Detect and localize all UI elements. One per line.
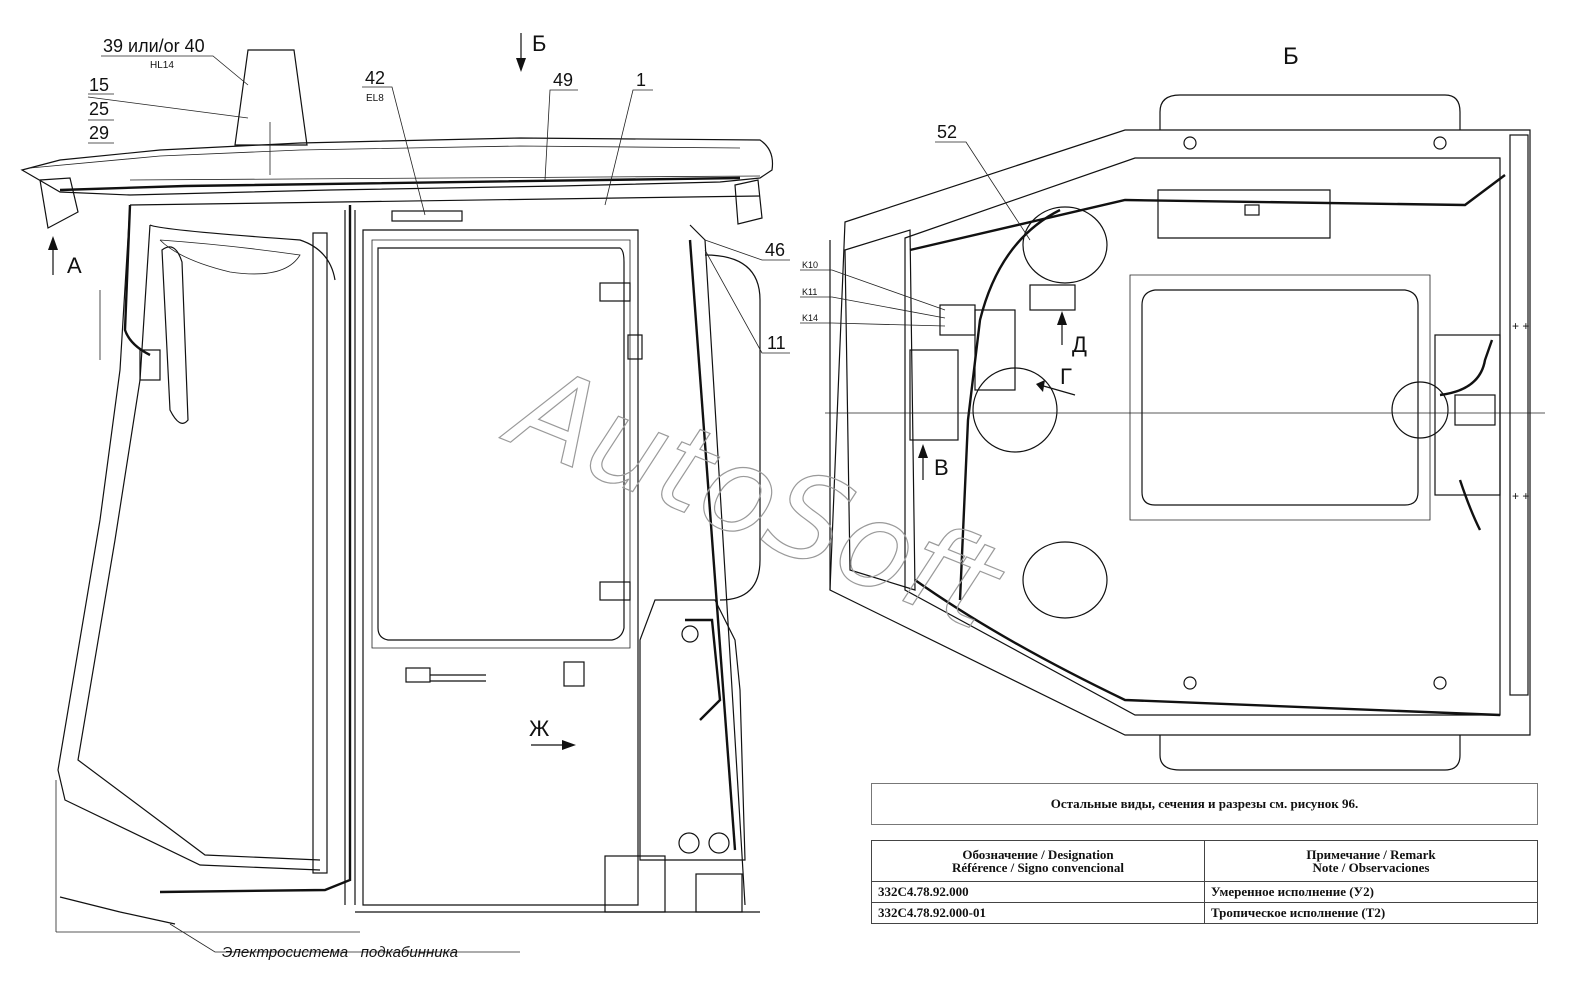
view-b-title: Б	[1283, 43, 1299, 70]
svg-text:+ +: + +	[1512, 319, 1529, 333]
callout-25: 25	[89, 99, 109, 119]
table-row: 332С4.78.92.000 Умеренное исполнение (У2…	[871, 881, 1538, 903]
cab-top-view: + + + +	[825, 94, 1545, 771]
subcab-label: Электросистема подкабинника	[222, 944, 458, 961]
note-box: Остальные виды, сечения и разрезы см. ри…	[871, 783, 1538, 825]
view-arrows-left	[48, 33, 576, 750]
designation-cell: 332С4.78.92.000-01	[871, 902, 1205, 924]
callout-el8: EL8	[366, 93, 384, 104]
callout-k10: K10	[802, 260, 818, 270]
svg-text:+ +: + +	[1512, 489, 1529, 503]
callout-15: 15	[89, 75, 109, 95]
leader-lines-left	[87, 55, 790, 953]
callout-k14: K14	[802, 313, 818, 323]
cab-side-view	[20, 49, 774, 933]
callout-11: 11	[767, 333, 786, 353]
callout-39-40: 39 или/or 40	[103, 36, 205, 56]
watermark: AutoSoft	[488, 335, 1021, 658]
view-g-label: Г	[1060, 364, 1072, 389]
view-d-label: Д	[1072, 332, 1087, 357]
designation-header: Обозначение / Designation Référence / Si…	[871, 840, 1205, 882]
table-header-row: Обозначение / Designation Référence / Si…	[871, 840, 1538, 882]
leader-lines-right	[800, 141, 1031, 327]
callout-k11: K11	[802, 287, 817, 297]
designation-cell: 332С4.78.92.000	[871, 881, 1205, 903]
view-a-label: А	[67, 253, 82, 278]
callout-29: 29	[89, 123, 109, 143]
remark-cell: Тропическое исполнение (Т2)	[1204, 902, 1538, 924]
view-b-arrow-label: Б	[532, 31, 546, 56]
callout-1: 1	[636, 70, 646, 90]
view-arrows-right	[918, 311, 1076, 480]
callout-46: 46	[765, 240, 785, 260]
view-zh-label: Ж	[529, 716, 550, 741]
remark-cell: Умеренное исполнение (У2)	[1204, 881, 1538, 903]
callout-49: 49	[553, 70, 573, 90]
remark-header: Примечание / Remark Note / Observaciones	[1204, 840, 1538, 882]
callout-52: 52	[937, 122, 957, 142]
callout-42: 42	[365, 68, 385, 88]
designation-table: Обозначение / Designation Référence / Si…	[871, 840, 1538, 924]
view-v-label: В	[934, 455, 949, 480]
callout-hl14: HL14	[150, 60, 174, 71]
table-row: 332С4.78.92.000-01 Тропическое исполнени…	[871, 902, 1538, 924]
